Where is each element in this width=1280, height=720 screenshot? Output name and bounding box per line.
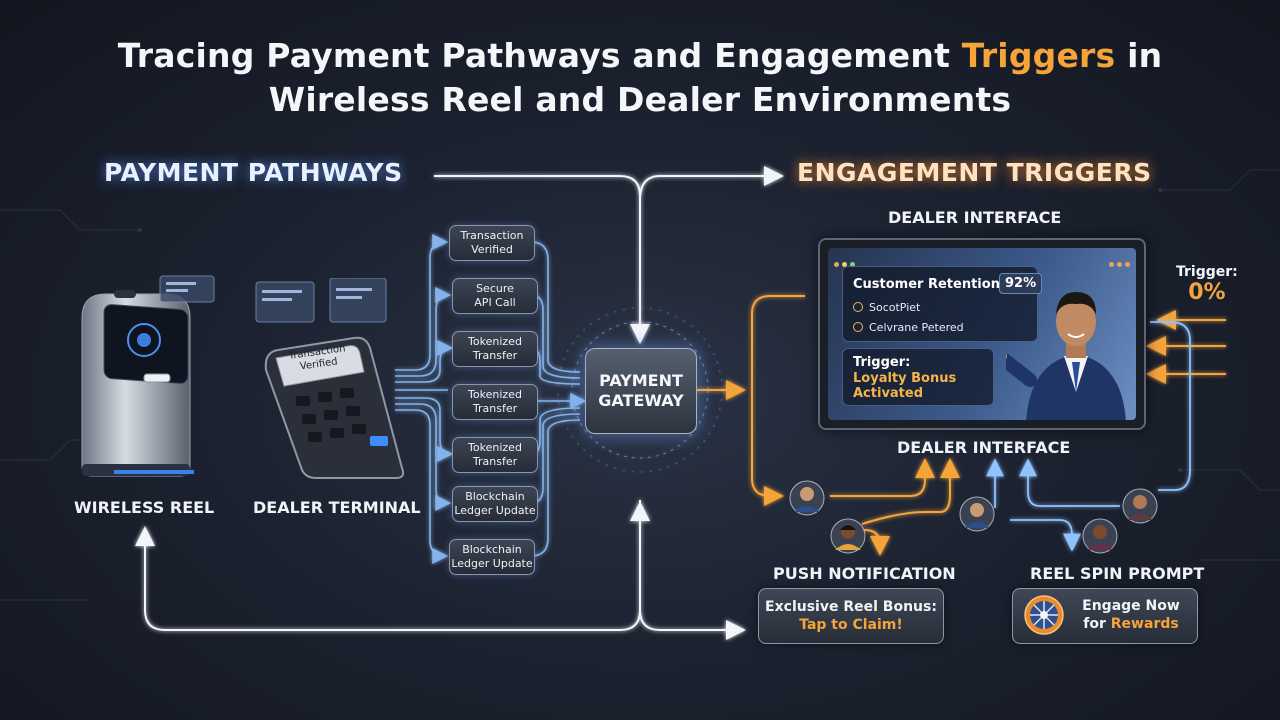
loyalty-trigger-card: Trigger: Loyalty Bonus Activated bbox=[842, 348, 994, 406]
dealer-interface-bottom-label: DEALER INTERFACE bbox=[897, 438, 1071, 457]
check-circle-icon bbox=[853, 322, 863, 332]
side-trigger-indicator: Trigger: 0% bbox=[1176, 264, 1238, 305]
payment-pathways-heading: PAYMENT PATHWAYS bbox=[104, 158, 403, 187]
push-notification-button[interactable]: Exclusive Reel Bonus: Tap to Claim! bbox=[758, 588, 944, 644]
dealer-interface-screen: Customer Retention: 92% SocotPiet Celvra… bbox=[828, 248, 1136, 420]
loyalty-bonus-activated: Loyalty Bonus Activated bbox=[853, 371, 957, 401]
retention-label: Customer Retention: bbox=[853, 277, 1006, 292]
side-trigger-value: 0% bbox=[1188, 280, 1226, 305]
retention-row-1: SocotPiet bbox=[853, 301, 920, 314]
customer-avatar-1 bbox=[789, 480, 825, 516]
dealer-interface-monitor: Customer Retention: 92% SocotPiet Celvra… bbox=[818, 238, 1146, 430]
status-circle-icon bbox=[853, 302, 863, 312]
engagement-triggers-heading: ENGAGEMENT TRIGGERS bbox=[797, 158, 1152, 187]
reel-spin-prompt-button[interactable]: Engage Now for Rewards bbox=[1012, 588, 1198, 644]
window-controls-icon bbox=[1106, 252, 1130, 271]
floating-data-cards bbox=[159, 275, 215, 303]
dealer-interface-top-label: DEALER INTERFACE bbox=[888, 208, 1062, 227]
retention-row-2: Celvrane Petered bbox=[853, 321, 964, 334]
wireless-reel-caption: WIRELESS REEL bbox=[74, 498, 215, 517]
customer-avatar-3 bbox=[959, 496, 995, 532]
retention-value: 92% bbox=[999, 273, 1043, 294]
presenter-avatar-icon bbox=[1006, 292, 1126, 420]
customer-avatar-4 bbox=[1082, 518, 1118, 554]
customer-avatar-5 bbox=[1122, 488, 1158, 524]
dealer-terminal-device bbox=[264, 336, 405, 479]
floating-receipt-cards bbox=[255, 278, 387, 323]
wireless-reel-device bbox=[81, 290, 194, 477]
push-notification-label: PUSH NOTIFICATION bbox=[773, 564, 956, 583]
reel-wheel-icon bbox=[1024, 595, 1064, 635]
reel-spin-prompt-label: REEL SPIN PROMPT bbox=[1030, 564, 1205, 583]
title-accent-word: Triggers bbox=[961, 36, 1116, 75]
customer-retention-card: Customer Retention: 92% SocotPiet Celvra… bbox=[842, 266, 1043, 342]
window-dots-icon bbox=[834, 252, 858, 271]
customer-avatar-2 bbox=[830, 518, 866, 554]
page-title: Tracing Payment Pathways and Engagement … bbox=[117, 36, 1163, 119]
dealer-terminal-caption: DEALER TERMINAL bbox=[253, 498, 421, 517]
